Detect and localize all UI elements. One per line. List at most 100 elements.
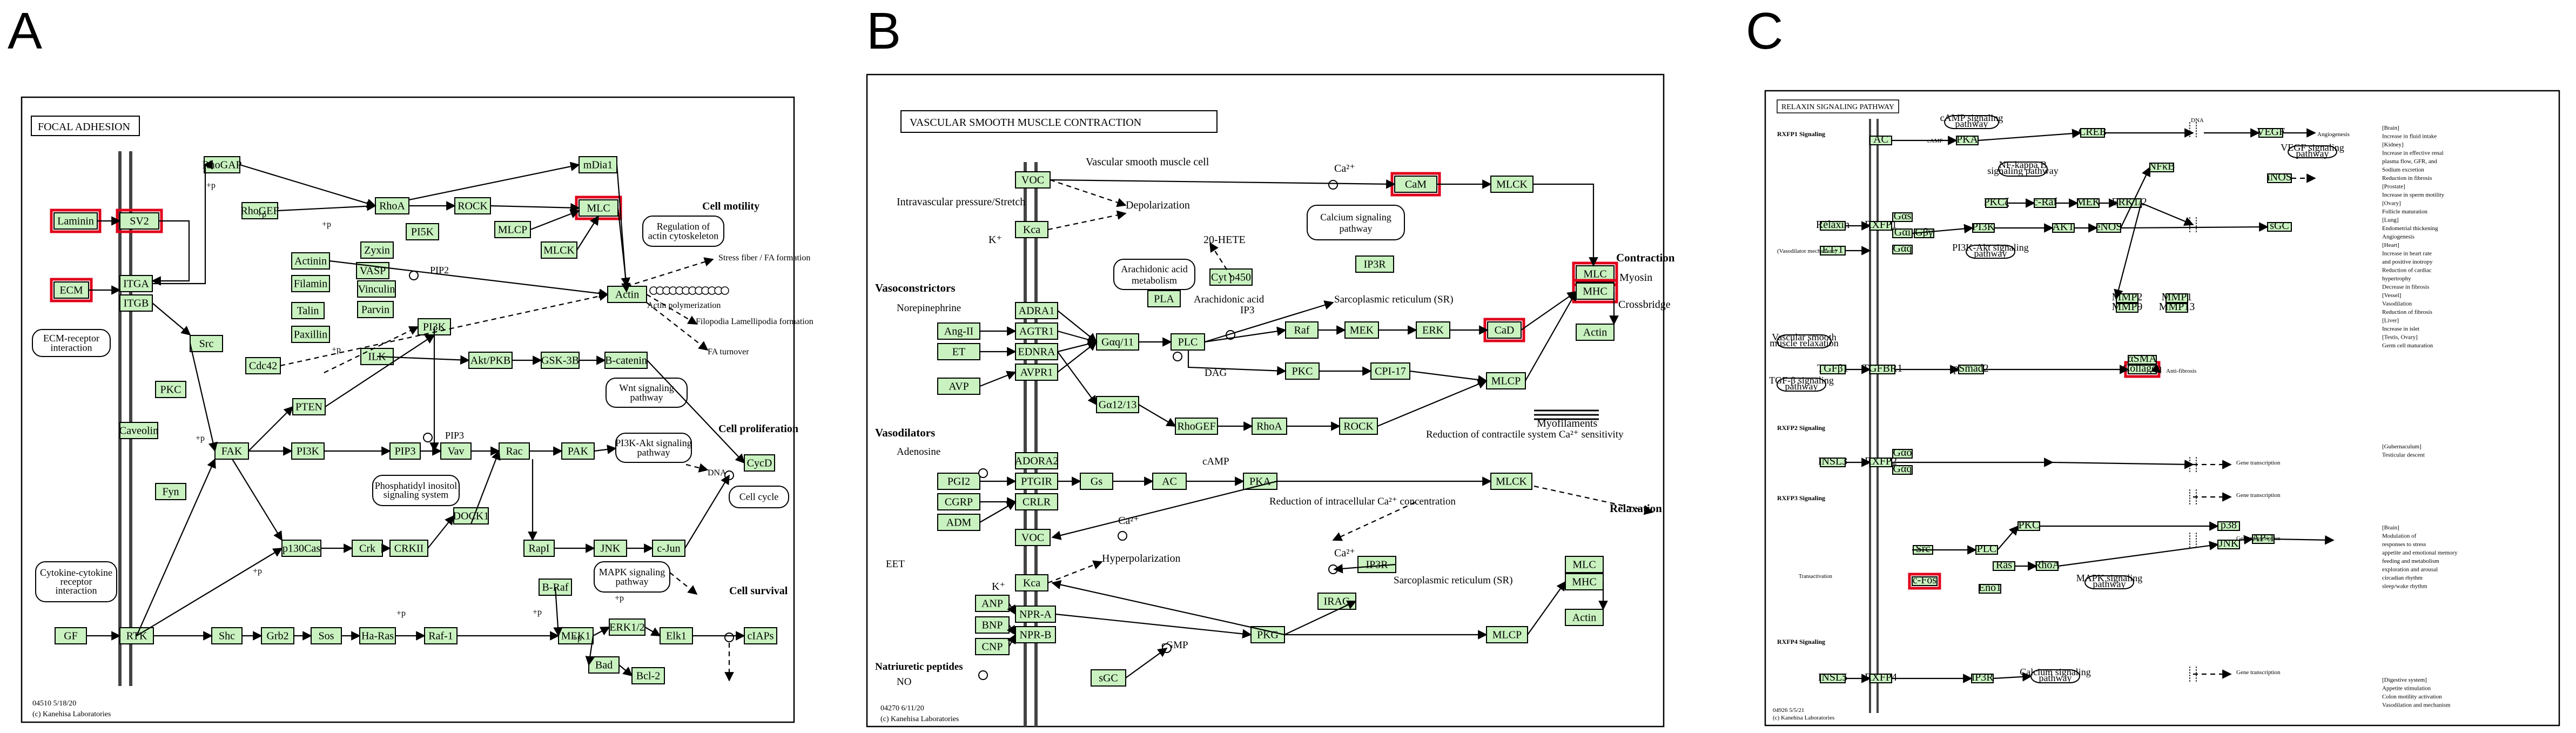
svg-text:JNK: JNK — [601, 542, 621, 554]
A-node-fyn: Fyn — [155, 483, 186, 500]
A-node-crkii: CRKII — [389, 540, 428, 557]
svg-text:PKC: PKC — [2019, 519, 2040, 531]
C-side-text-17: Reduction of cardiac — [2382, 267, 2432, 274]
C-side-text-6: Reduction in fibrosis — [2382, 175, 2432, 181]
C-node-gi: Gαi — [1892, 226, 1913, 238]
A-phospho-0: +p — [206, 181, 216, 190]
A-node-pak: PAK — [561, 442, 595, 460]
svg-text:CRKII: CRKII — [394, 542, 423, 554]
C-node-pkcz: PKCζ — [1983, 196, 2009, 208]
C-node-c-fos: c-Fos — [1908, 573, 1941, 590]
svg-text:Gαo: Gαo — [1893, 447, 1912, 459]
svg-text:IRAG: IRAG — [1324, 596, 1350, 608]
svg-text:ET: ET — [952, 346, 965, 358]
svg-text:αSMA: αSMA — [2128, 353, 2157, 365]
svg-text:AKT: AKT — [2052, 221, 2074, 233]
C-side-text-10: Follicle maturation — [2382, 209, 2428, 215]
B-node-ptgir: PTGIR — [1015, 473, 1058, 490]
B-node-rhogef: RhoGEF — [1175, 418, 1218, 435]
C-node-akt: AKT — [2052, 221, 2075, 233]
A-label-filopodia: Filopodia Lamellipodia formation — [696, 317, 813, 326]
C-label-gene: Gene transcription — [2236, 460, 2281, 466]
svg-text:AVPR1: AVPR1 — [1020, 367, 1053, 379]
svg-text:MLC: MLC — [1572, 559, 1596, 571]
C-node-gs: Gαs — [1892, 210, 1913, 222]
C-node-mmp13: MMP13 — [2159, 301, 2195, 313]
svg-text:Crk: Crk — [359, 542, 375, 554]
svg-text:ANP: ANP — [981, 598, 1003, 610]
C-node-rxfp1: RXFP1 — [1865, 219, 1897, 231]
C-side-text-9: [Ovary] — [2382, 200, 2401, 207]
C-side-text-7: [Prostate] — [2382, 184, 2405, 190]
C-side-text-12: Endometrial thickening — [2382, 225, 2438, 232]
B-node-mlck: MLCK — [1490, 176, 1534, 193]
C-side-text-2: [Kidney] — [2382, 142, 2404, 148]
svg-text:MMP1: MMP1 — [2162, 291, 2192, 303]
C-side-text-27: [Gubernaculum] — [2382, 443, 2422, 450]
svg-text:GSK-3B: GSK-3B — [541, 354, 579, 366]
C-label-rxfp1sig: RXFP1 Signaling — [1777, 130, 1825, 138]
C-side-text-8: Increase in sperm motility — [2382, 192, 2445, 198]
svg-text:B-catenin: B-catenin — [605, 354, 647, 366]
A-node-jnk: JNK — [594, 540, 627, 557]
svg-text:ITGB: ITGB — [124, 297, 149, 309]
B-node-gq11: Gαq/11 — [1096, 333, 1139, 351]
B-node-ip3r2: IP3R — [1357, 556, 1396, 573]
svg-text:Raf: Raf — [1294, 325, 1310, 337]
B-label-reduction: Reduction of contractile system Ca²⁺ sen… — [1426, 429, 1624, 440]
C-side-text-22: Reduction of fibrosis — [2382, 309, 2432, 315]
B-label-ca: Ca²⁺ — [1334, 547, 1355, 559]
svg-text:Cdc42: Cdc42 — [249, 360, 277, 372]
A-node-raf1: Raf-1 — [424, 627, 458, 644]
svg-text:RhoA: RhoA — [379, 200, 405, 212]
svg-text:PKC: PKC — [160, 384, 181, 395]
C-node-p38: p38 — [2217, 519, 2240, 531]
B-label-sr: Sarcoplasmic reticulum (SR) — [1334, 294, 1454, 305]
B-label-ca: Ca²⁺ — [1118, 515, 1139, 527]
B-node-bnp: BNP — [975, 616, 1010, 634]
svg-text:Raf-1: Raf-1 — [428, 630, 453, 642]
B-node-cnp: CNP — [975, 638, 1010, 655]
svg-text:TGFβ1: TGFβ1 — [1817, 362, 1848, 374]
svg-text:mDia1: mDia1 — [583, 159, 613, 171]
B-label-no: NO — [897, 676, 911, 688]
svg-text:Laminin: Laminin — [57, 215, 94, 227]
A-node-bad: Bad — [588, 656, 620, 674]
svg-text:MLCK: MLCK — [543, 244, 575, 256]
C-node-creb: CREB — [2079, 126, 2107, 138]
C-node-mmp9: MMP9 — [2112, 301, 2142, 313]
svg-text:Actinin: Actinin — [294, 255, 327, 267]
A-label-pip3: PIP3 — [445, 430, 464, 441]
B-node-ac: AC — [1152, 473, 1187, 490]
A-phospho-3: +p — [332, 345, 341, 354]
svg-text:NFκB: NFκB — [2149, 160, 2175, 172]
svg-text:Actin: Actin — [615, 288, 639, 300]
svg-text:Shc: Shc — [219, 630, 235, 642]
svg-text:PTGIR: PTGIR — [1021, 476, 1052, 488]
A-node-laminin: Laminin — [50, 209, 102, 233]
C-node-vegf: VEGF — [2257, 126, 2285, 138]
svg-text:CycD: CycD — [747, 457, 772, 469]
C-side-text-4: plasma flow, GFR, and — [2382, 158, 2437, 165]
C-node-nos2: iNOS — [2267, 171, 2292, 183]
C-label-rxfp3sig: RXFP3 Signaling — [1777, 494, 1825, 502]
B-node-cgrp: CGRP — [937, 493, 980, 510]
svg-text:MEK1: MEK1 — [561, 630, 590, 642]
A-node-rapl: RapI — [523, 540, 555, 557]
svg-text:ITGA: ITGA — [123, 278, 149, 290]
C-label-rxfp2sig: RXFP2 Signaling — [1777, 424, 1825, 432]
B-node-adora2: ADORA2 — [1014, 452, 1059, 469]
svg-text:Vinculin: Vinculin — [358, 283, 395, 295]
svg-text:cIAPs: cIAPs — [748, 630, 774, 642]
svg-text:Kca: Kca — [1023, 224, 1040, 236]
B-label-aa: Arachidonic acid — [1194, 294, 1265, 305]
B-node-pka: PKA — [1243, 473, 1277, 490]
